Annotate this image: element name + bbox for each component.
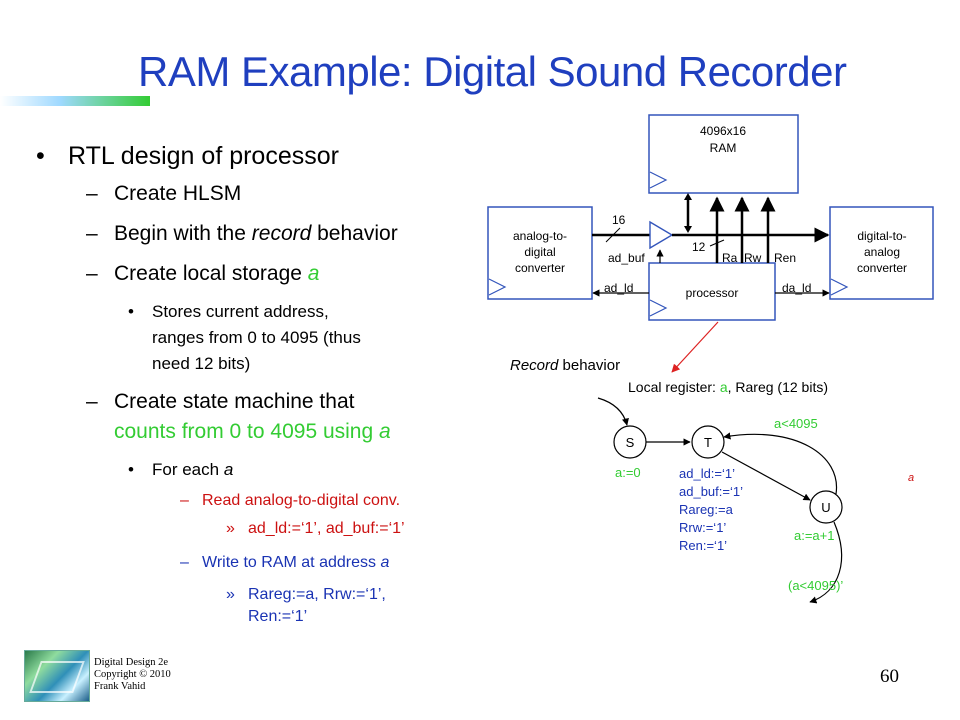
bullet-rtl-design: RTL design of processor	[68, 142, 339, 170]
dac-label-3: converter	[857, 261, 907, 275]
state-u-label: U	[821, 500, 830, 515]
bullet-adc-actions: ad_ld:=‘1’, ad_buf:=‘1’	[248, 520, 405, 537]
bullet-dot-icon: •	[128, 460, 134, 479]
dash-icon: –	[86, 390, 98, 413]
bullet-local-storage: Create local storage a	[114, 262, 319, 286]
condition-lt: a<4095	[774, 416, 818, 431]
dash-icon: –	[180, 554, 189, 571]
footer-line-3: Frank Vahid	[94, 681, 146, 692]
adc-label-2: digital	[524, 245, 555, 259]
bullet-dot-icon: •	[36, 142, 45, 170]
bullet-stores-address-3: need 12 bits)	[152, 354, 251, 373]
dac-label-2: analog	[864, 245, 900, 259]
clock-icon	[830, 278, 849, 296]
bullet-record-behavior: Begin with the record behavior	[114, 222, 398, 246]
chip-icon	[29, 661, 85, 693]
bus-width-12: 12	[692, 240, 706, 254]
bus-width-slash	[709, 239, 725, 247]
clock-icon	[649, 171, 668, 189]
state-u	[809, 490, 843, 524]
emphasis-record: record	[251, 222, 312, 245]
bullet-ram-actions-2: Ren:=‘1’	[248, 608, 308, 625]
rw-label: Rw	[744, 251, 762, 265]
title-accent-bar	[0, 96, 150, 106]
action-t-1: ad_ld:=‘1’	[679, 466, 735, 481]
bullet-read-adc: Read analog-to-digital conv.	[202, 492, 401, 509]
footer-line-1: Digital Design 2e	[94, 657, 169, 668]
state-s-label: S	[626, 435, 635, 450]
state-t	[691, 425, 725, 459]
adc-label-3: converter	[515, 261, 565, 275]
ram-label-2: RAM	[710, 141, 737, 155]
ad-ld-label: ad_ld	[604, 281, 633, 295]
clock-icon	[488, 278, 507, 296]
adc-label-1: analog-to-	[513, 229, 567, 243]
bullet-ram-actions-1: Rareg:=a, Rrw:=‘1’,	[248, 586, 386, 603]
bullet-level1: •	[36, 142, 45, 171]
action-u: a:=a+1	[794, 528, 835, 543]
dac-label-1: digital-to-	[857, 229, 906, 243]
bullet-state-machine-2: counts from 0 to 4095 using a	[114, 420, 391, 444]
bullet-state-machine-1: Create state machine that	[114, 390, 355, 413]
footer-line-2: Copyright © 2010	[94, 669, 171, 680]
ad-buf-label: ad_buf	[608, 251, 645, 265]
action-t-5: Ren:=‘1’	[679, 538, 727, 553]
variable-a: a	[223, 460, 234, 479]
raquo-icon: »	[226, 520, 235, 537]
variable-a: a	[380, 554, 390, 571]
slide-title: RAM Example: Digital Sound Recorder	[138, 48, 847, 95]
action-s: a:=0	[615, 465, 641, 480]
ra-label: Ra	[722, 251, 738, 265]
bus-width-16: 16	[612, 213, 626, 227]
stray-variable-a: a	[908, 472, 914, 484]
initial-arrow	[597, 397, 629, 426]
action-t-2: ad_buf:=‘1’	[679, 484, 743, 499]
transition-t-u	[721, 451, 811, 501]
bullet-for-each: For each a	[152, 460, 233, 480]
record-behavior-label: Record behavior	[510, 357, 620, 374]
transition-u-t	[723, 432, 838, 495]
text-segment: behavior	[311, 222, 398, 245]
variable-a: a	[307, 262, 320, 285]
bullet-stores-address-1: Stores current address,	[152, 302, 329, 321]
bullet-dot-icon: •	[128, 302, 134, 321]
ram-block	[648, 114, 799, 194]
dash-icon: –	[86, 182, 98, 205]
text-segment: Create local storage	[114, 262, 308, 285]
dac-block	[829, 206, 934, 300]
adc-block	[487, 206, 593, 300]
processor-block	[648, 262, 776, 321]
dash-icon: –	[86, 262, 98, 285]
bullet-write-ram: Write to RAM at address a	[202, 554, 389, 572]
dash-icon: –	[86, 222, 98, 245]
text-segment: Begin with the	[114, 222, 252, 245]
raquo-icon: »	[226, 586, 235, 603]
da-ld-label: da_ld	[782, 281, 811, 295]
pointer-arrow	[671, 321, 719, 373]
local-register-label: Local register: a, Rareg (12 bits)	[628, 379, 828, 395]
text-segment: Write to RAM at address	[202, 554, 381, 571]
action-t-4: Rrw:=‘1’	[679, 520, 726, 535]
footer-text: Digital Design 2e Copyright © 2010 Frank…	[94, 657, 171, 693]
state-t-label: T	[704, 435, 712, 450]
text-segment: counts from 0 to 4095 using	[114, 420, 379, 443]
processor-label: processor	[686, 286, 739, 300]
clock-icon	[649, 299, 668, 317]
action-t-3: Rareg:=a	[679, 502, 734, 517]
ram-label: 4096x16	[700, 124, 746, 138]
condition-ge: (a<4095)’	[788, 578, 843, 593]
bus-width-slash	[605, 227, 621, 243]
tristate-buffer-icon	[649, 220, 674, 250]
footer-logo	[24, 650, 90, 702]
dash-icon: –	[180, 492, 189, 509]
page-number: 60	[880, 666, 899, 687]
text-segment: For each	[152, 460, 224, 479]
transition-u-exit	[809, 521, 843, 604]
variable-a: a	[379, 420, 391, 443]
bullet-stores-address-2: ranges from 0 to 4095 (thus	[152, 328, 361, 347]
ren-label: Ren	[774, 251, 796, 265]
bullet-create-hlsm: Create HLSM	[114, 182, 242, 205]
